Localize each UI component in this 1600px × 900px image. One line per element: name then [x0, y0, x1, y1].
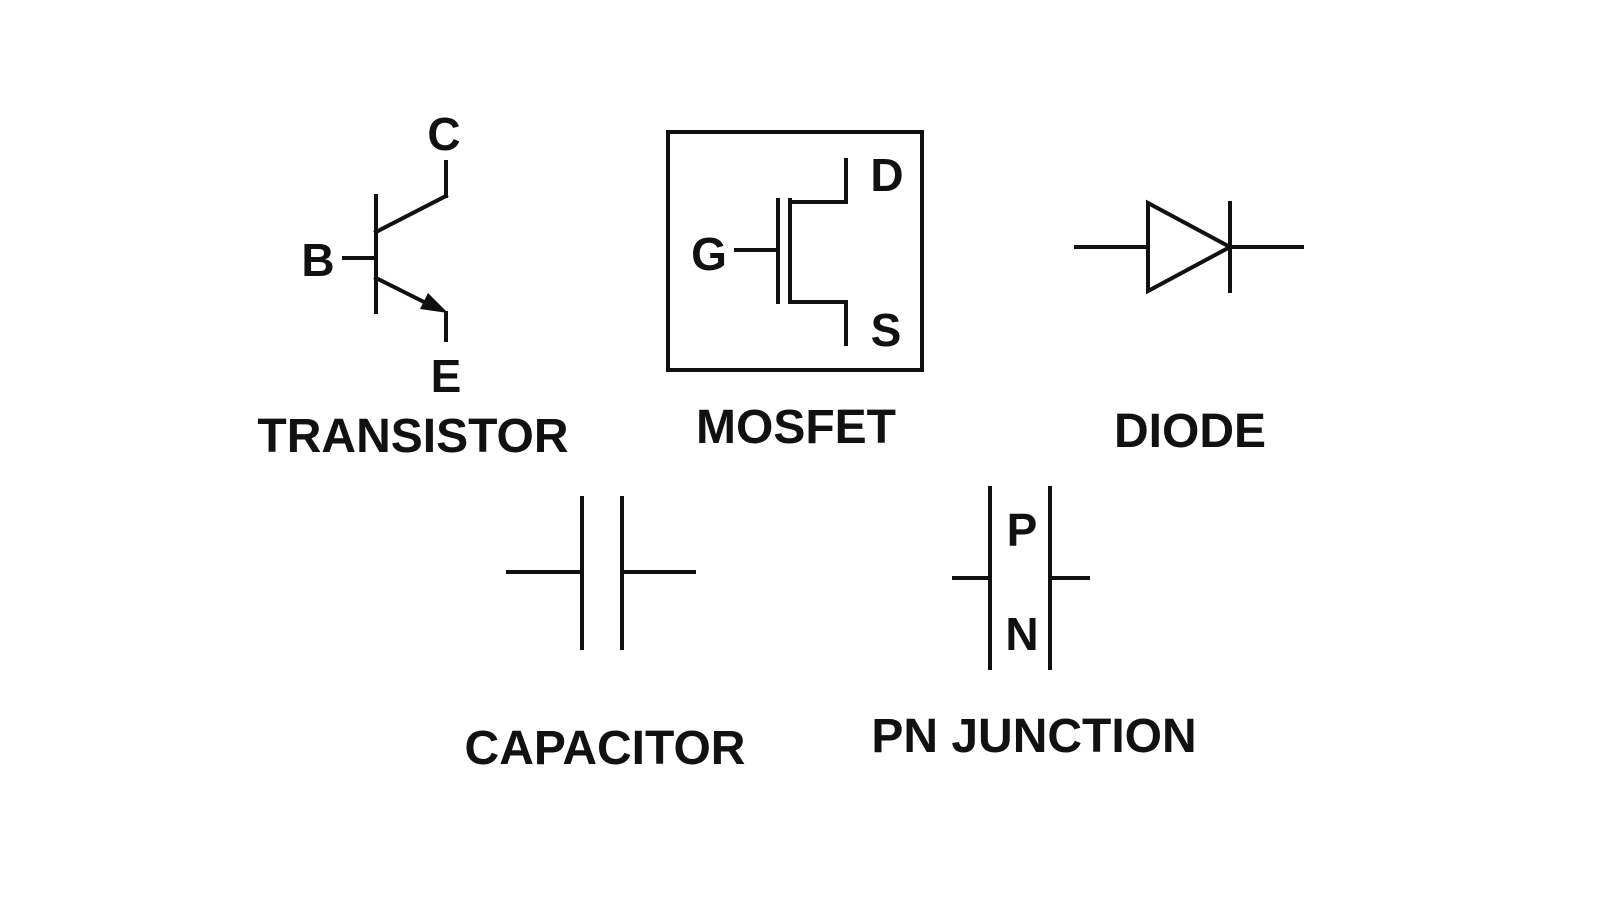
transistor-emitter-diagonal	[373, 275, 435, 309]
transistor-pin-e: E	[431, 350, 462, 402]
mosfet-pin-d: D	[870, 149, 903, 201]
diode-title: DIODE	[1114, 405, 1266, 458]
mosfet-title: MOSFET	[696, 401, 896, 454]
transistor-symbol: C B E TRANSISTOR	[257, 108, 568, 463]
transistor-pin-c: C	[427, 108, 460, 160]
mosfet-symbol: D G S MOSFET	[666, 130, 924, 454]
pn-junction-title: PN JUNCTION	[871, 710, 1196, 763]
capacitor-title: CAPACITOR	[465, 722, 746, 775]
transistor-title: TRANSISTOR	[257, 410, 568, 463]
transistor-collector-diagonal	[373, 193, 449, 235]
pn-region-n: N	[1005, 608, 1038, 660]
mosfet-frame	[666, 130, 924, 372]
emitter-arrow-icon	[420, 293, 448, 313]
pn-region-p: P	[1007, 504, 1038, 556]
diode-triangle-icon	[1146, 199, 1235, 295]
pn-junction-symbol: P N PN JUNCTION	[871, 486, 1197, 763]
mosfet-pin-s: S	[871, 304, 902, 356]
transistor-pin-b: B	[301, 234, 334, 286]
mosfet-pin-g: G	[691, 228, 727, 280]
capacitor-symbol: CAPACITOR	[465, 496, 746, 775]
diode-symbol: DIODE	[1074, 199, 1304, 458]
